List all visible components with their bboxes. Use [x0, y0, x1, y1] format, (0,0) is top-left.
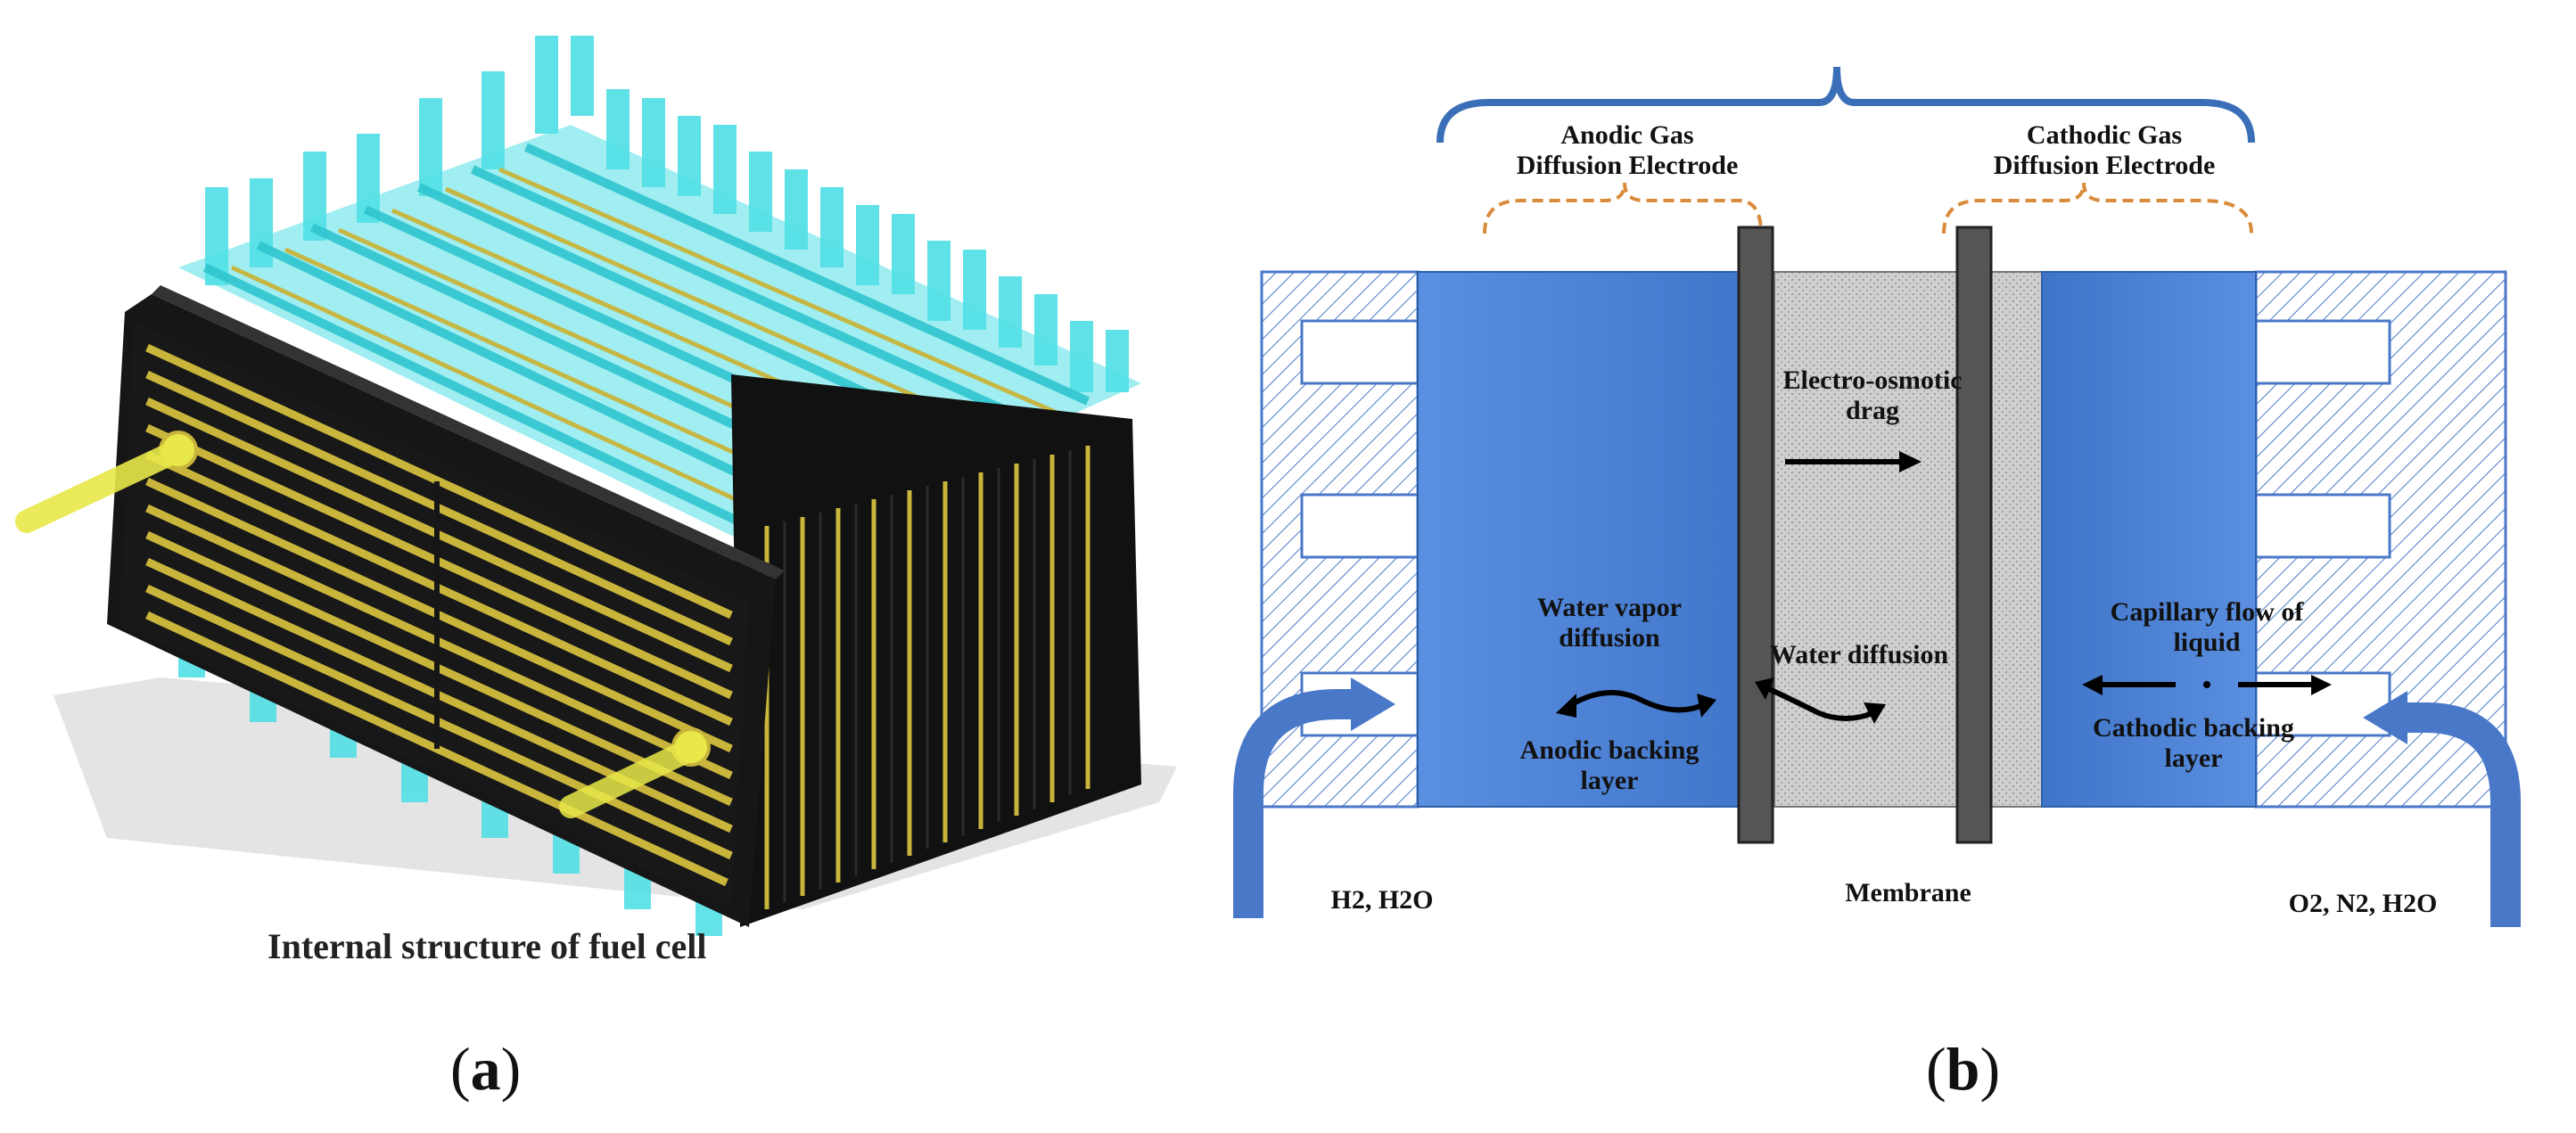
electro-osmotic-arrow: [1785, 451, 1922, 472]
water-diffusion-label: Water diffusion: [1769, 640, 1949, 669]
anode-inlet-arrow: [1233, 677, 1395, 918]
electro-osmotic-label: Electro-osmotic drag: [1782, 365, 1963, 425]
panel-a: Internal structure of fuel cell (a): [0, 0, 1248, 1133]
fuel-cell-3d-illustration: [15, 36, 1177, 936]
anode-backing-layer: [1417, 271, 1775, 808]
water-transport-diagram: [1233, 66, 2521, 927]
anode-catalyst-layer: [1737, 226, 1774, 844]
cathode-inlet-label: O2, N2, H2O: [2288, 889, 2438, 918]
anode-channel: [1300, 319, 1420, 385]
membrane: [1774, 271, 2043, 808]
capillary-flow-arrow: [2082, 675, 2332, 695]
water-diffusion-arrow: [1755, 677, 1886, 724]
cathode-gde-label: Cathodic Gas Diffusion Electrode: [1993, 120, 2216, 180]
capillary-flow-label: Capillary flow of liquid: [2110, 597, 2304, 657]
anode-channel: [1300, 493, 1420, 559]
panel-b-letter: (b): [1926, 1035, 2001, 1103]
cathode-bracket: [1942, 182, 2253, 234]
top-bracket: [1436, 66, 2255, 144]
anode-backing-label: Anodic backing layer: [1519, 735, 1700, 795]
cathode-backing-layer: [2041, 271, 2257, 808]
water-vapor-diffusion-arrow: [1556, 690, 1716, 718]
membrane-label: Membrane: [1845, 878, 1971, 907]
anode-inlet-label: H2, H2O: [1330, 885, 1434, 915]
anode-gde-label: Anodic Gas Diffusion Electrode: [1516, 120, 1739, 180]
cathode-channel: [2254, 319, 2391, 385]
panel-a-letter: (a): [450, 1035, 522, 1103]
cathode-catalyst-layer: [1955, 226, 1993, 844]
panel-a-caption: Internal structure of fuel cell: [267, 926, 707, 966]
plate-stack: [731, 374, 1141, 927]
cathode-channel: [2254, 493, 2391, 559]
panel-b: Anodic Gas Diffusion Electrode Cathodic …: [1213, 0, 2576, 1133]
cathode-inlet-arrow: [2363, 691, 2521, 927]
anode-bracket: [1483, 182, 1763, 234]
gas-pipes: [15, 439, 707, 818]
cathode-backing-label: Cathodic backing layer: [2093, 713, 2294, 773]
water-vapor-diffusion-label: Water vapor diffusion: [1537, 593, 1682, 653]
